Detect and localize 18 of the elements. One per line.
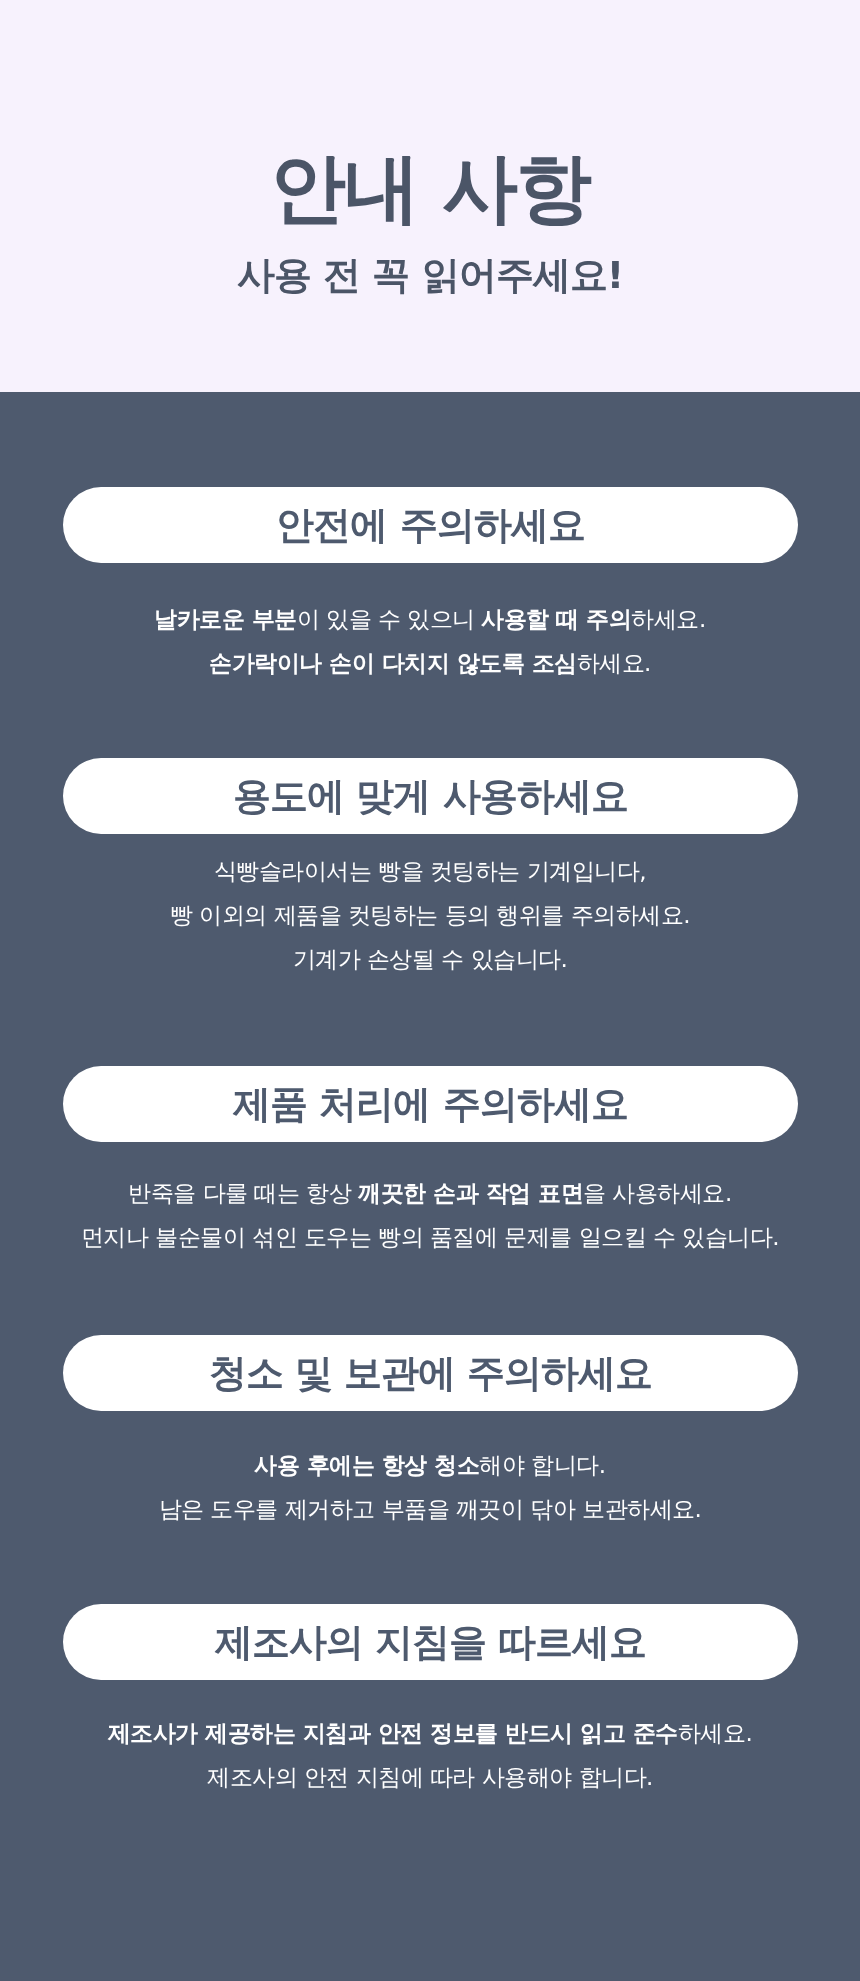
description-text: 기계가 손상될 수 있습니다.: [292, 945, 568, 974]
heading-pill: 청소 및 보관에 주의하세요: [63, 1335, 798, 1411]
description-text: 빵 이외의 제품을 컷팅하는 등의 행위를 주의하세요.: [169, 901, 691, 930]
description-text: 사용 후에는 항상 청소해야 합니다.: [254, 1451, 606, 1480]
subtitle: 사용 전 꼭 읽어주세요!: [236, 252, 624, 299]
description-text: 날카로운 부분이 있을 수 있으니 사용할 때 주의하세요.: [154, 605, 706, 634]
heading-pill: 제품 처리에 주의하세요: [63, 1066, 798, 1142]
heading-pill: 안전에 주의하세요: [63, 487, 798, 563]
description-text: 반죽을 다룰 때는 항상 깨끗한 손과 작업 표면을 사용하세요.: [128, 1179, 732, 1208]
description-text: 손가락이나 손이 다치지 않도록 조심하세요.: [209, 649, 651, 678]
description-text: 제조사의 안전 지침에 따라 사용해야 합니다.: [207, 1763, 653, 1792]
heading-pill: 용도에 맞게 사용하세요: [63, 758, 798, 834]
description-text: 제조사가 제공하는 지침과 안전 정보를 반드시 읽고 준수하세요.: [107, 1719, 753, 1748]
description-text: 먼지나 불순물이 섞인 도우는 빵의 품질에 문제를 일으킬 수 있습니다.: [80, 1223, 780, 1252]
description-text: 남은 도우를 제거하고 부품을 깨끗이 닦아 보관하세요.: [158, 1495, 702, 1524]
title: 안내 사항: [268, 142, 592, 234]
heading-pill: 제조사의 지침을 따르세요: [63, 1604, 798, 1680]
description-text: 식빵슬라이서는 빵을 컷팅하는 기계입니다,: [213, 857, 647, 886]
